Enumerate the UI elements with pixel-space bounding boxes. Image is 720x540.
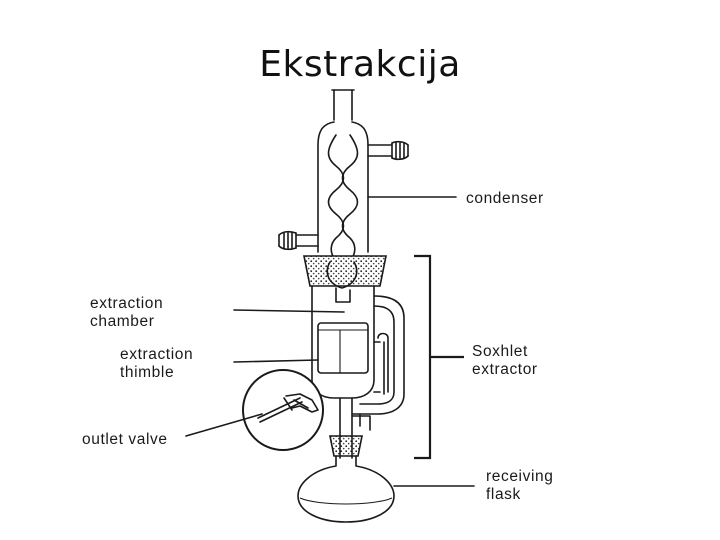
- extraction-thimble: [317, 322, 369, 374]
- label-condenser: condenser: [466, 190, 544, 207]
- label-extraction-thimble-1: extraction: [120, 346, 193, 363]
- flask-joint: [329, 435, 363, 459]
- label-extraction-thimble-2: thimble: [120, 364, 174, 381]
- ground-glass-joint: [303, 255, 387, 289]
- label-outlet-valve: outlet valve: [82, 431, 168, 448]
- condenser: [278, 89, 409, 259]
- soxhlet-bracket: [414, 254, 464, 460]
- outlet-valve: [242, 369, 371, 451]
- label-receiving-flask-1: receiving: [486, 468, 553, 485]
- label-soxhlet-2: extractor: [472, 361, 538, 378]
- label-receiving-flask-2: flask: [486, 486, 521, 503]
- label-extraction-chamber-1: extraction: [90, 295, 163, 312]
- label-extraction-chamber-2: chamber: [90, 313, 155, 330]
- receiving-flask: [297, 455, 395, 523]
- label-soxhlet-1: Soxhlet: [472, 343, 528, 360]
- slide-title: Ekstrakcija: [259, 44, 461, 85]
- leader-lines: [185, 196, 475, 487]
